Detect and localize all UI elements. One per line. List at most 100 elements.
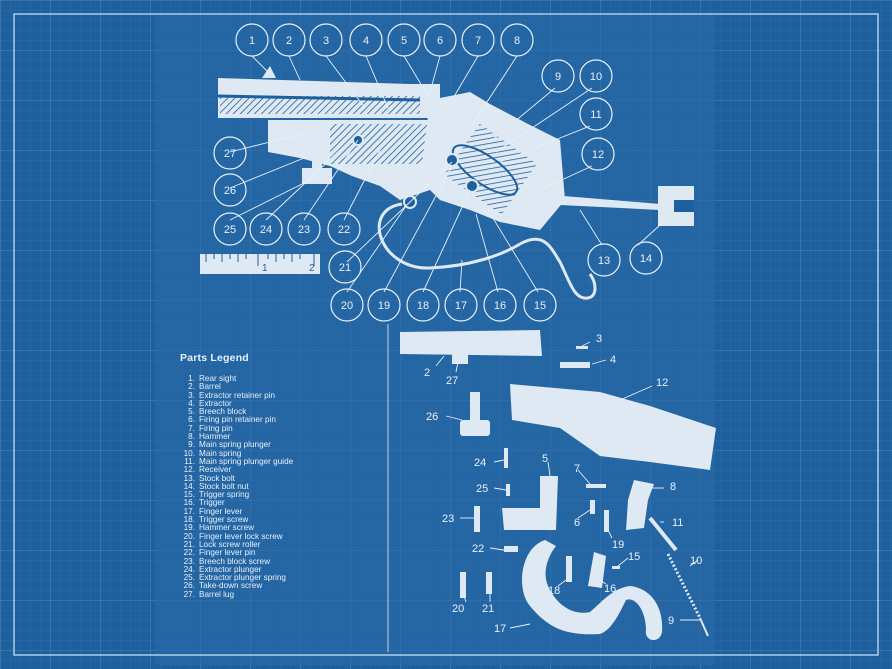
legend-item: 3.Extractor retainer pin [180, 390, 385, 400]
legend-item-number: 2. [188, 382, 195, 392]
legend-title: Parts Legend [180, 352, 249, 364]
exploded-leaders [435, 341, 700, 629]
border-frame [13, 13, 879, 656]
callout-26: 26 [213, 173, 247, 207]
exploded-labels: 2 27 3 4 12 26 24 5 7 8 25 23 6 11 19 22… [424, 333, 702, 635]
legend-item: 14.Stock bolt nut [180, 481, 385, 491]
callout-label: 16 [494, 300, 506, 312]
callout-16: 16 [483, 288, 517, 322]
legend-item: 22.Finger lever pin [180, 548, 385, 558]
part-label: 6 [574, 517, 580, 529]
legend-item-number: 15. [183, 490, 195, 500]
legend-item: 5.Breech block [180, 407, 385, 417]
part-label: 16 [604, 583, 616, 595]
callout-label: 4 [363, 35, 369, 47]
legend-item-number: 10. [183, 448, 195, 458]
callout-label: 27 [224, 148, 236, 160]
legend-item-number: 16. [183, 498, 195, 508]
callout-label: 15 [534, 300, 546, 312]
legend-item: 26.Take-down screw [180, 582, 385, 591]
cutaway-drawing [217, 66, 694, 300]
legend-item-number: 24. [183, 564, 195, 574]
callout-12: 12 [581, 137, 615, 171]
exploded-view [400, 330, 716, 641]
part-label: 9 [668, 615, 674, 627]
legend-item-label: Breech block screw [199, 556, 270, 566]
callout-label: 1 [249, 35, 255, 47]
legend-item-label: Receiver [199, 465, 232, 475]
legend-item-number: 14. [183, 481, 195, 491]
part-label: 22 [472, 543, 484, 555]
callout-label: 6 [437, 35, 443, 47]
callout-22: 22 [327, 212, 361, 246]
callout-20: 20 [330, 288, 364, 322]
ruler-label-1: 1 [262, 263, 268, 274]
callout-label: 11 [590, 109, 601, 121]
callout-label: 2 [286, 35, 292, 47]
callout-label: 23 [298, 224, 310, 236]
legend-item: 18.Trigger screw [180, 515, 385, 524]
legend-item-number: 6. [188, 415, 195, 425]
legend-item-label: Extractor [199, 398, 232, 408]
legend-item-label: Firing pin retainer pin [199, 415, 276, 425]
legend-item-number: 23. [183, 556, 195, 566]
ruler-label-2: 2 [309, 263, 315, 274]
legend-item-number: 27. [183, 589, 195, 599]
legend-item: 7.Firing pin [180, 423, 385, 433]
legend-item: 24.Extractor plunger [180, 564, 385, 574]
part-label: 10 [690, 555, 702, 567]
legend-item-label: Lock screw roller [199, 539, 261, 549]
callout-18: 18 [406, 288, 440, 322]
part-label: 12 [656, 377, 668, 389]
callout-label: 13 [598, 255, 610, 267]
legend-item: 10. Main spring [180, 448, 385, 458]
part-label: 15 [628, 551, 640, 563]
legend-item-number: 20. [183, 531, 195, 541]
legend-item: 6. Firing pin retainer pin [180, 415, 385, 425]
legend-item-label: Firing pin [199, 423, 233, 433]
callout-label: 21 [339, 262, 351, 274]
callout-21: 21 [328, 250, 362, 284]
legend-item-label: Main spring plunger [199, 440, 271, 450]
legend-list: 1.Rear sight 2.Barrel 3.Extractor retain… [180, 374, 385, 599]
legend-item-label: Barrel lug [199, 589, 235, 599]
legend-item-label: Finger lever pin [199, 548, 256, 558]
callout-27: 27 [213, 136, 247, 170]
legend-item-label: Main spring plunger guide [199, 456, 294, 466]
callout-14: 14 [629, 241, 663, 275]
legend-item-label: Extractor plunger spring [199, 573, 286, 583]
part-label: 20 [452, 603, 464, 615]
legend-item-label: Main spring [199, 448, 242, 458]
legend-item-number: 11. [184, 456, 195, 466]
legend-item-number: 25. [183, 573, 195, 583]
callout-7: 7 [461, 23, 495, 57]
callout-label: 9 [555, 71, 561, 83]
callout-19: 19 [367, 288, 401, 322]
part-label: 7 [574, 463, 580, 475]
callout-25: 25 [213, 212, 247, 246]
legend-item-label: Extractor retainer pin [199, 390, 275, 400]
callout-label: 5 [401, 35, 407, 47]
callout-8: 8 [500, 23, 534, 57]
legend-item-label: Barrel [199, 382, 221, 392]
part-label: 3 [596, 333, 602, 345]
legend-item: 11. Main spring plunger guide [180, 456, 385, 466]
part-label: 8 [670, 481, 676, 493]
part-label: 26 [426, 411, 438, 423]
callout-23: 23 [287, 212, 321, 246]
callout-label: 22 [338, 224, 350, 236]
part-label: 5 [542, 453, 548, 465]
legend-item-number: 13. [183, 473, 195, 483]
part-label: 21 [482, 603, 494, 615]
legend-item-label: Breech block [199, 407, 247, 417]
callout-label: 3 [323, 35, 329, 47]
legend-item-label: Finger lever [199, 506, 243, 516]
legend-item-number: 17. [183, 506, 195, 516]
legend-item: 4.Extractor [180, 398, 385, 408]
callout-label: 12 [592, 149, 604, 161]
callout-label: 7 [475, 35, 481, 47]
legend-item-number: 8. [188, 432, 195, 442]
callout-label: 18 [417, 300, 429, 312]
part-label: 11 [672, 517, 683, 529]
